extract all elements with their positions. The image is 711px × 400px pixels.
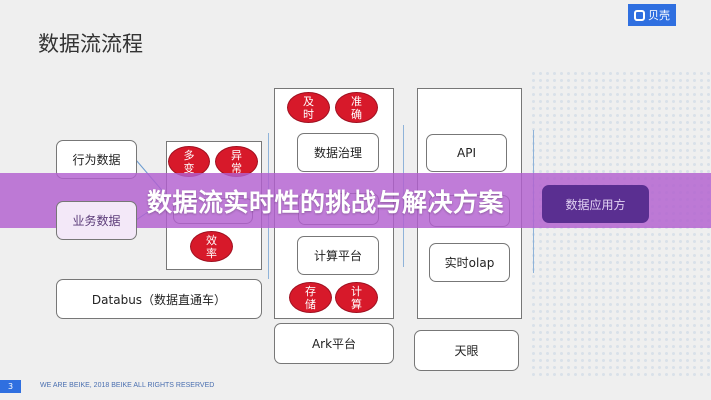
api-box: API bbox=[426, 134, 507, 172]
badge-compute: 计算 bbox=[335, 282, 378, 313]
badge-accurate: 准确 bbox=[335, 92, 378, 123]
data-consumer-box: 数据应用方 bbox=[542, 185, 649, 223]
governance-box: 数据治理 bbox=[297, 133, 379, 172]
badge-storage: 存储 bbox=[289, 282, 332, 313]
business-data-box: 业务数据 bbox=[56, 201, 137, 240]
page-number: 3 bbox=[0, 380, 21, 393]
badge-timely: 及时 bbox=[287, 92, 330, 123]
page-title: 数据流流程 bbox=[38, 32, 143, 56]
badge-efficiency: 效率 bbox=[190, 231, 233, 262]
logo-text: 贝壳 bbox=[648, 9, 670, 22]
tianyan-box: 天眼 bbox=[414, 330, 519, 371]
realtime-olap-box: 实时olap bbox=[429, 243, 510, 282]
banner-text: 数据流实时性的挑战与解决方案 bbox=[147, 187, 505, 217]
badge-variable: 多变 bbox=[168, 146, 210, 177]
home-icon bbox=[634, 9, 645, 21]
compute-platform-box: 计算平台 bbox=[297, 236, 379, 275]
ark-platform-box: Ark平台 bbox=[274, 323, 394, 364]
badge-abnormal: 异常 bbox=[215, 146, 258, 177]
beike-logo: 贝壳 bbox=[628, 4, 676, 26]
databus-box: Databus（数据直通车） bbox=[56, 279, 262, 319]
footer-copyright: WE ARE BEIKE, 2018 BEIKE ALL RIGHTS RESE… bbox=[40, 382, 215, 389]
